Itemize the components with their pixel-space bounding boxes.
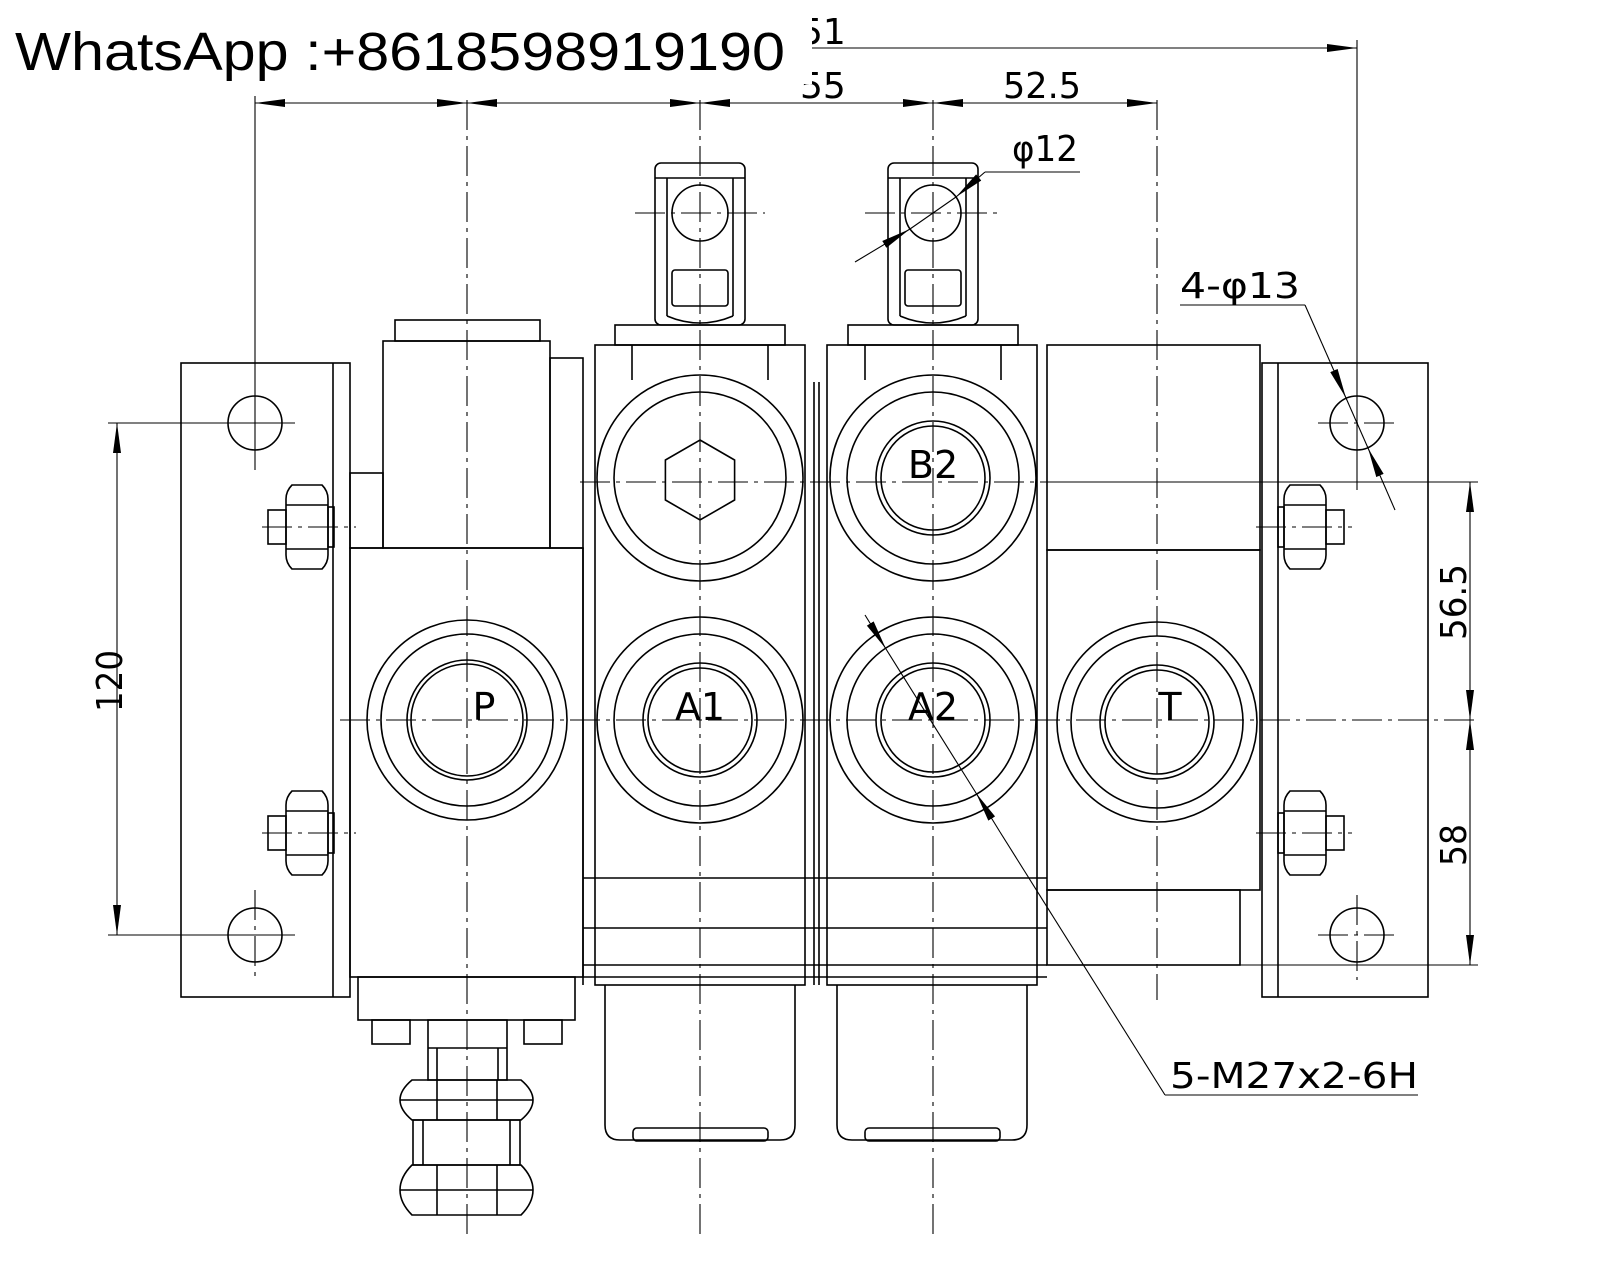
port-b2-label: B2 — [908, 443, 958, 487]
port-b2: B2 — [829, 374, 1037, 582]
leader-line — [909, 196, 957, 230]
work-section-1: A1 — [594, 162, 806, 1142]
watermark-background — [0, 0, 812, 84]
leader-line — [1304, 304, 1347, 399]
leader-line — [975, 792, 1001, 833]
nut-body — [1283, 484, 1327, 570]
nut-body — [285, 484, 329, 570]
port-a1-thread — [642, 662, 758, 778]
dimension-text: 120 — [90, 650, 131, 712]
cap-nut — [399, 1164, 534, 1216]
section-1-body — [594, 344, 806, 986]
section-divider — [582, 382, 820, 985]
lever-pin-2 — [904, 184, 962, 242]
section-lower-bands — [583, 877, 1047, 978]
outlet-section: T — [1046, 344, 1261, 966]
dimension-text: 58 — [1434, 824, 1475, 866]
port-a1-bore — [647, 667, 753, 773]
bottom-screw-left — [371, 1019, 411, 1045]
leader-text: φ12 — [1012, 129, 1078, 170]
leader-lever-pin: φ12 — [854, 129, 1080, 263]
dimension-text: 56.5 — [1434, 564, 1475, 640]
port-a2-label: A2 — [908, 685, 958, 729]
contact-watermark: WhatsApp :+8618598919190 — [0, 0, 812, 84]
leader-line — [1345, 397, 1369, 449]
tie-bolt-nut-left-upper — [262, 484, 356, 570]
port-p-bore — [410, 663, 524, 777]
port-a2-bore — [880, 667, 986, 773]
spool-cap-1-rim — [632, 1127, 769, 1142]
port-t-face — [1070, 635, 1244, 809]
hex-plug — [664, 439, 736, 521]
lever-pin-1 — [671, 184, 729, 242]
right-plate-outline — [1261, 362, 1429, 998]
port-b2-thread — [875, 420, 991, 536]
plug-boss — [596, 374, 804, 582]
leader-line — [955, 171, 986, 198]
port-p-thread — [406, 659, 528, 781]
port-a2-boss — [829, 616, 1037, 824]
nut-collar — [327, 812, 335, 854]
dimension-right-offsets: 56.5 58 — [1040, 481, 1478, 966]
nut-collar — [1277, 812, 1285, 854]
bottom-screw-right — [523, 1019, 563, 1045]
leader-text: 5-M27x2-6H — [1170, 1056, 1418, 1097]
tie-bolt-nut-left-lower — [262, 790, 356, 876]
port-p-label: P — [473, 685, 496, 729]
spool-cap-1 — [604, 985, 796, 1141]
clevis-slot — [904, 269, 962, 307]
nut-collar — [327, 506, 335, 548]
leader-line — [1367, 447, 1396, 511]
port-t-boss — [1056, 621, 1258, 823]
nut-body — [1283, 790, 1327, 876]
leader-port-thread: 5-M27x2-6H — [864, 614, 1418, 1097]
port-t-bore — [1104, 669, 1210, 775]
nut-collar — [1277, 506, 1285, 548]
port-b2-bore — [880, 425, 986, 531]
port-p-boss — [366, 619, 568, 821]
port-t: T — [1056, 621, 1258, 823]
leader-line — [885, 648, 977, 794]
nut-body — [285, 790, 329, 876]
tie-bolt-nut-right-upper — [1256, 484, 1352, 570]
spool-cap-2 — [836, 985, 1028, 1141]
port-p-face — [380, 633, 554, 807]
port-t-label: T — [1157, 685, 1182, 729]
port-a2-face — [846, 633, 1020, 807]
port-b2-boss — [829, 374, 1037, 582]
plug-face — [613, 391, 787, 565]
port-p: P — [366, 619, 568, 821]
port-t-thread — [1099, 664, 1215, 780]
port-a2: A2 — [829, 616, 1037, 824]
watermark-text: WhatsApp :+8618598919190 — [15, 22, 785, 82]
port-a1-boss — [596, 616, 804, 824]
leader-line — [864, 614, 887, 650]
leader-text: 4-φ13 — [1180, 266, 1300, 307]
spool-cap-2-rim — [864, 1127, 1001, 1142]
dimension-text: 52.5 — [1003, 66, 1081, 107]
outlet-lower-block — [1046, 889, 1241, 966]
port-a1-face — [613, 633, 787, 807]
dimension-hole-spacing: 120 — [90, 422, 295, 936]
section-2-body — [826, 344, 1038, 986]
clevis-slot — [671, 269, 729, 307]
port-a1: A1 — [596, 616, 804, 824]
clevis-bottom — [899, 315, 967, 324]
tie-bolt-nut-right-lower — [1256, 790, 1352, 876]
port-b1-plug — [596, 374, 804, 582]
port-a1-label: A1 — [675, 685, 725, 729]
port-a2-thread — [875, 662, 991, 778]
work-section-2: B2 A2 — [826, 162, 1038, 1142]
lock-nut — [399, 1079, 534, 1121]
leader-mount-holes: 4-φ13 — [1180, 266, 1396, 511]
port-b2-face — [846, 391, 1020, 565]
leader-line — [999, 831, 1166, 1096]
leader-line — [854, 228, 911, 263]
clevis-bottom — [666, 315, 734, 324]
